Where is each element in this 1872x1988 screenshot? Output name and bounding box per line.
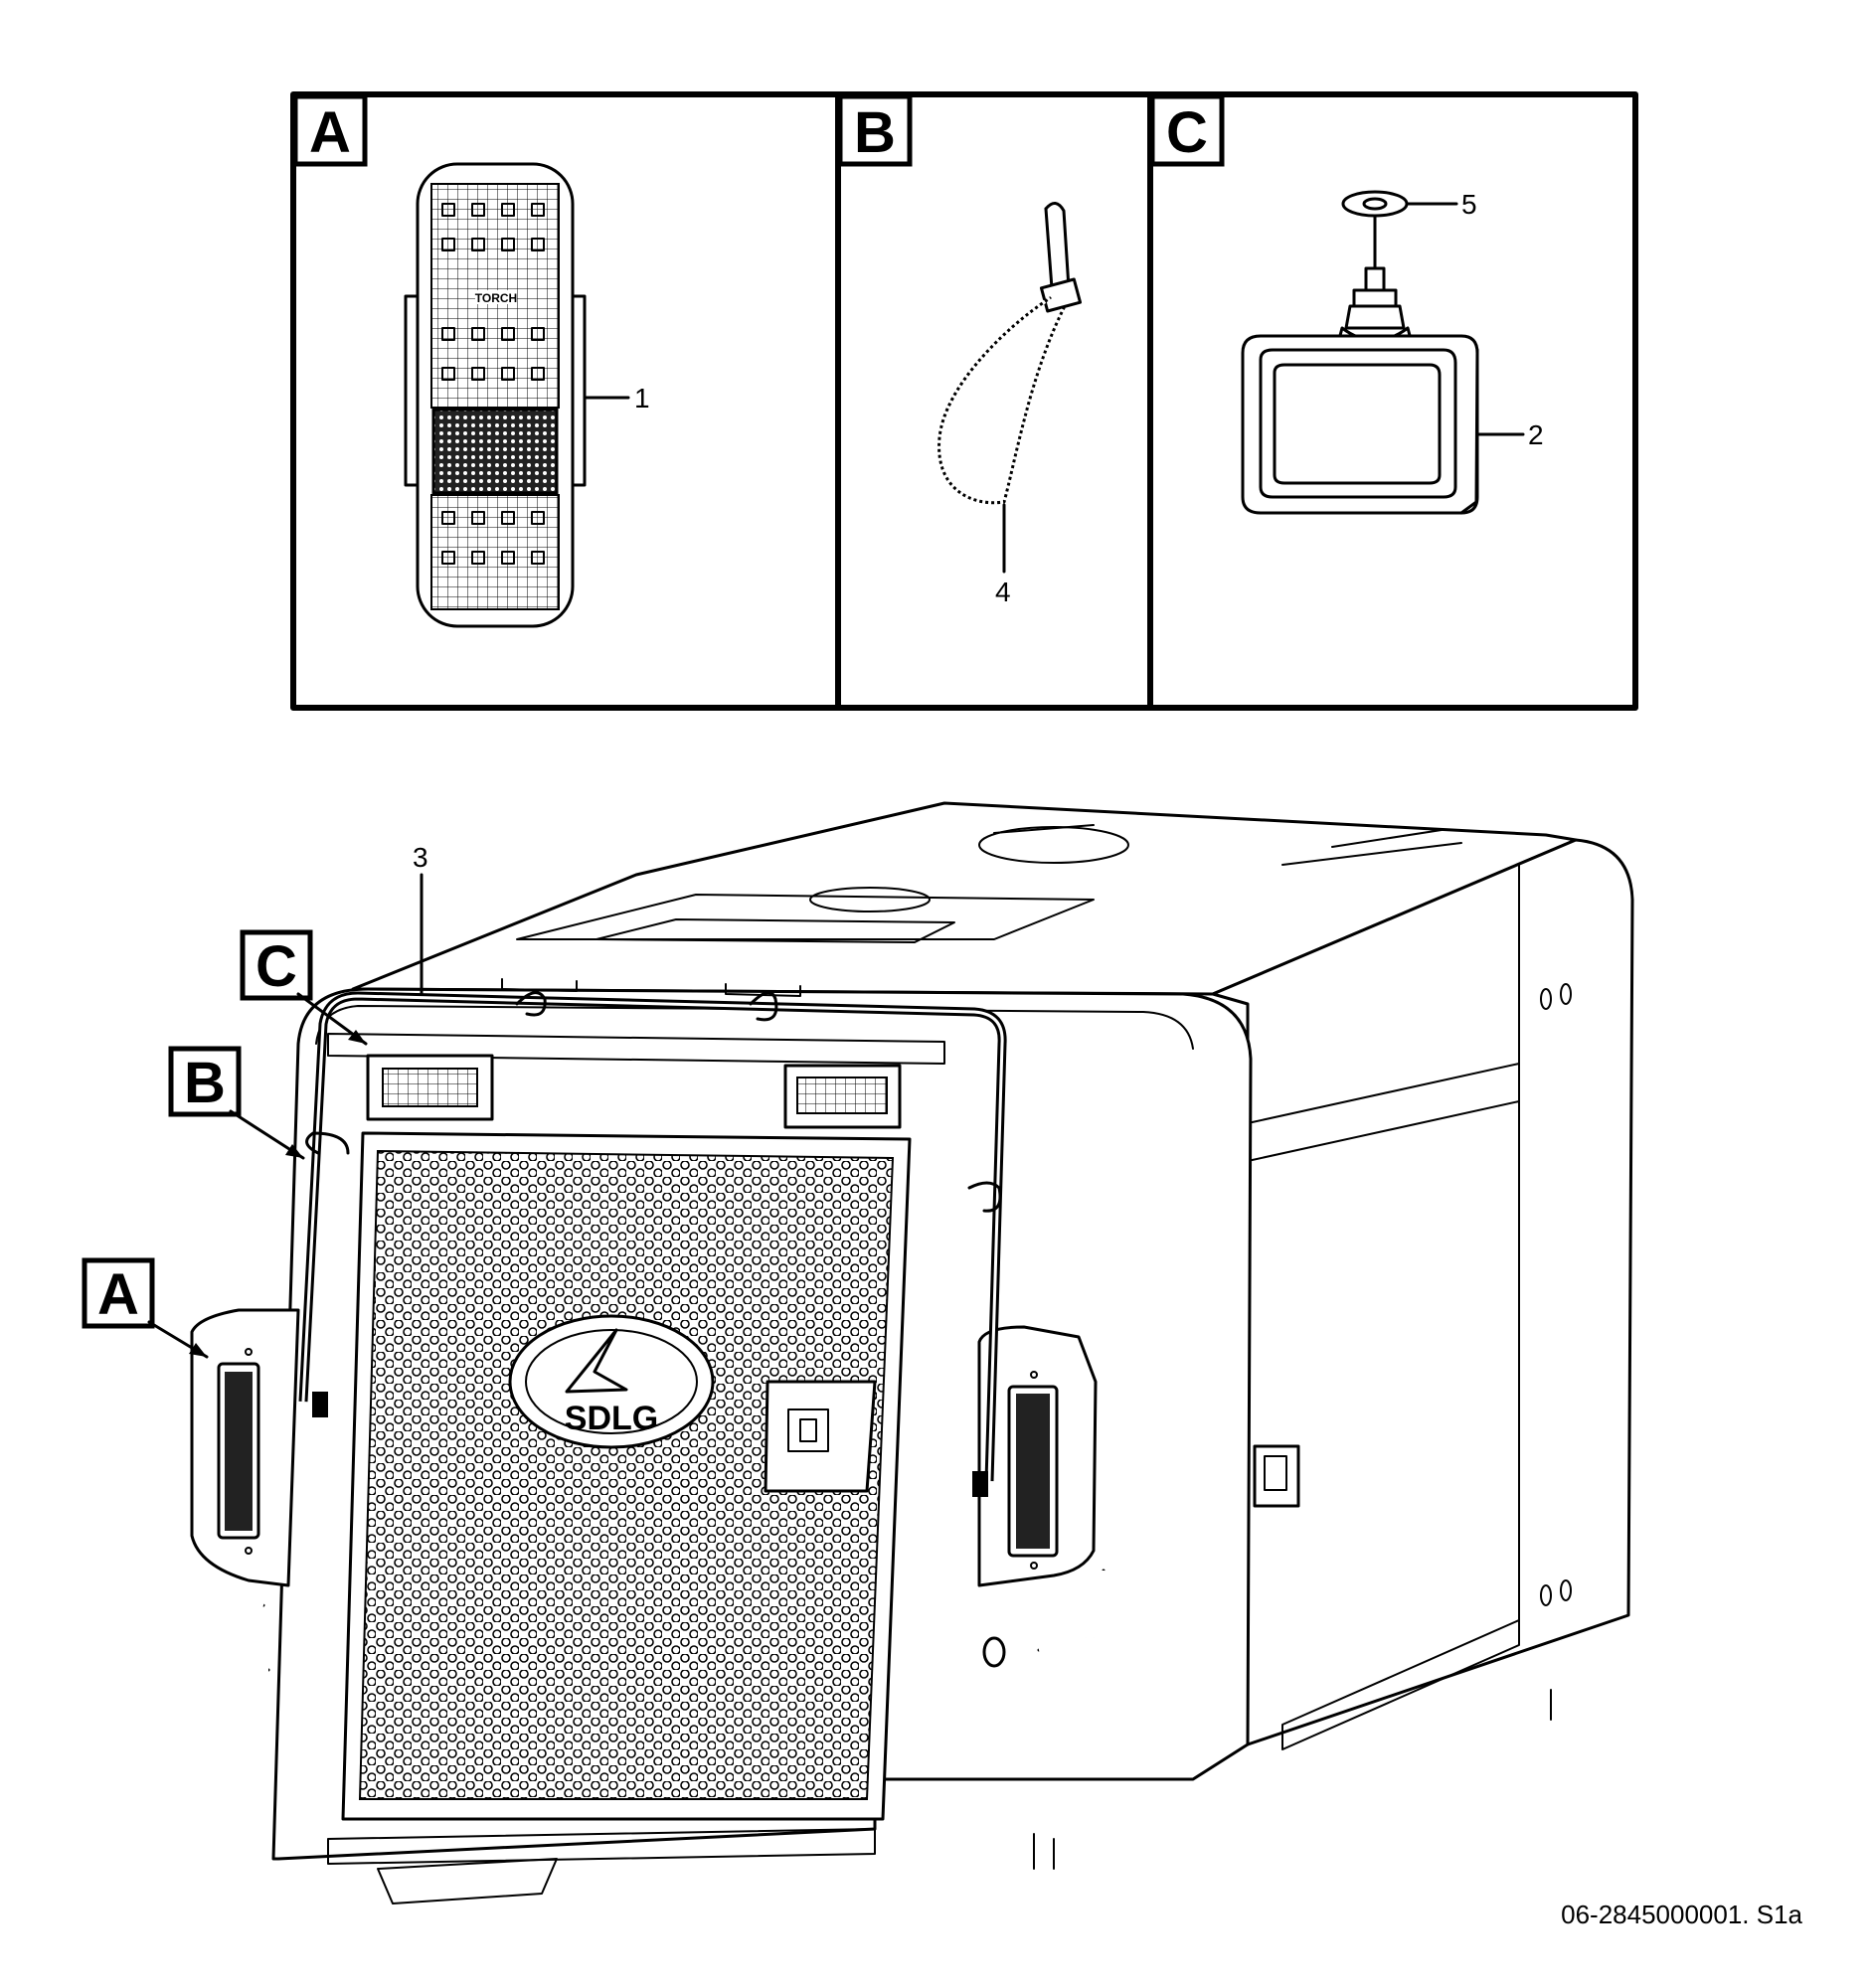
callout-4: 4 <box>995 577 1011 607</box>
callout-3: 3 <box>413 842 428 873</box>
panel-a-label: A <box>292 93 368 167</box>
sdlg-logo: SDLG <box>508 1314 715 1449</box>
callout-5: 5 <box>1461 189 1477 220</box>
assembly-letter-a: A <box>97 1262 139 1327</box>
panel-b-letter: B <box>854 100 896 165</box>
callout-3-group: 3 <box>413 842 428 996</box>
label-c-assembly: C <box>240 929 368 1046</box>
detail-panels: A B C <box>290 91 1638 711</box>
panel-c-letter: C <box>1166 100 1208 165</box>
cable-tie-illustration <box>936 202 1083 505</box>
document-id: 06-2845000001. S1a <box>1561 1900 1802 1929</box>
panel-frame <box>290 91 1638 711</box>
assembly-letter-c: C <box>255 934 297 999</box>
panel-a-letter: A <box>309 100 351 165</box>
panel-c-label: C <box>1149 93 1225 167</box>
callout-2: 2 <box>1528 419 1544 450</box>
panel-b-label: B <box>837 93 913 167</box>
cab-assembly: SDLG <box>190 777 1634 1905</box>
label-b-assembly: B <box>168 1046 305 1160</box>
label-a-assembly: A <box>82 1257 209 1359</box>
lamp-brand-text: TORCH <box>475 291 517 305</box>
work-lamp-illustration <box>1241 190 1479 515</box>
callout-1: 1 <box>634 383 650 414</box>
logo-text: SDLG <box>565 1400 658 1437</box>
assembly-letter-b: B <box>184 1051 226 1115</box>
rear-lamp-illustration: TORCH <box>404 162 587 628</box>
